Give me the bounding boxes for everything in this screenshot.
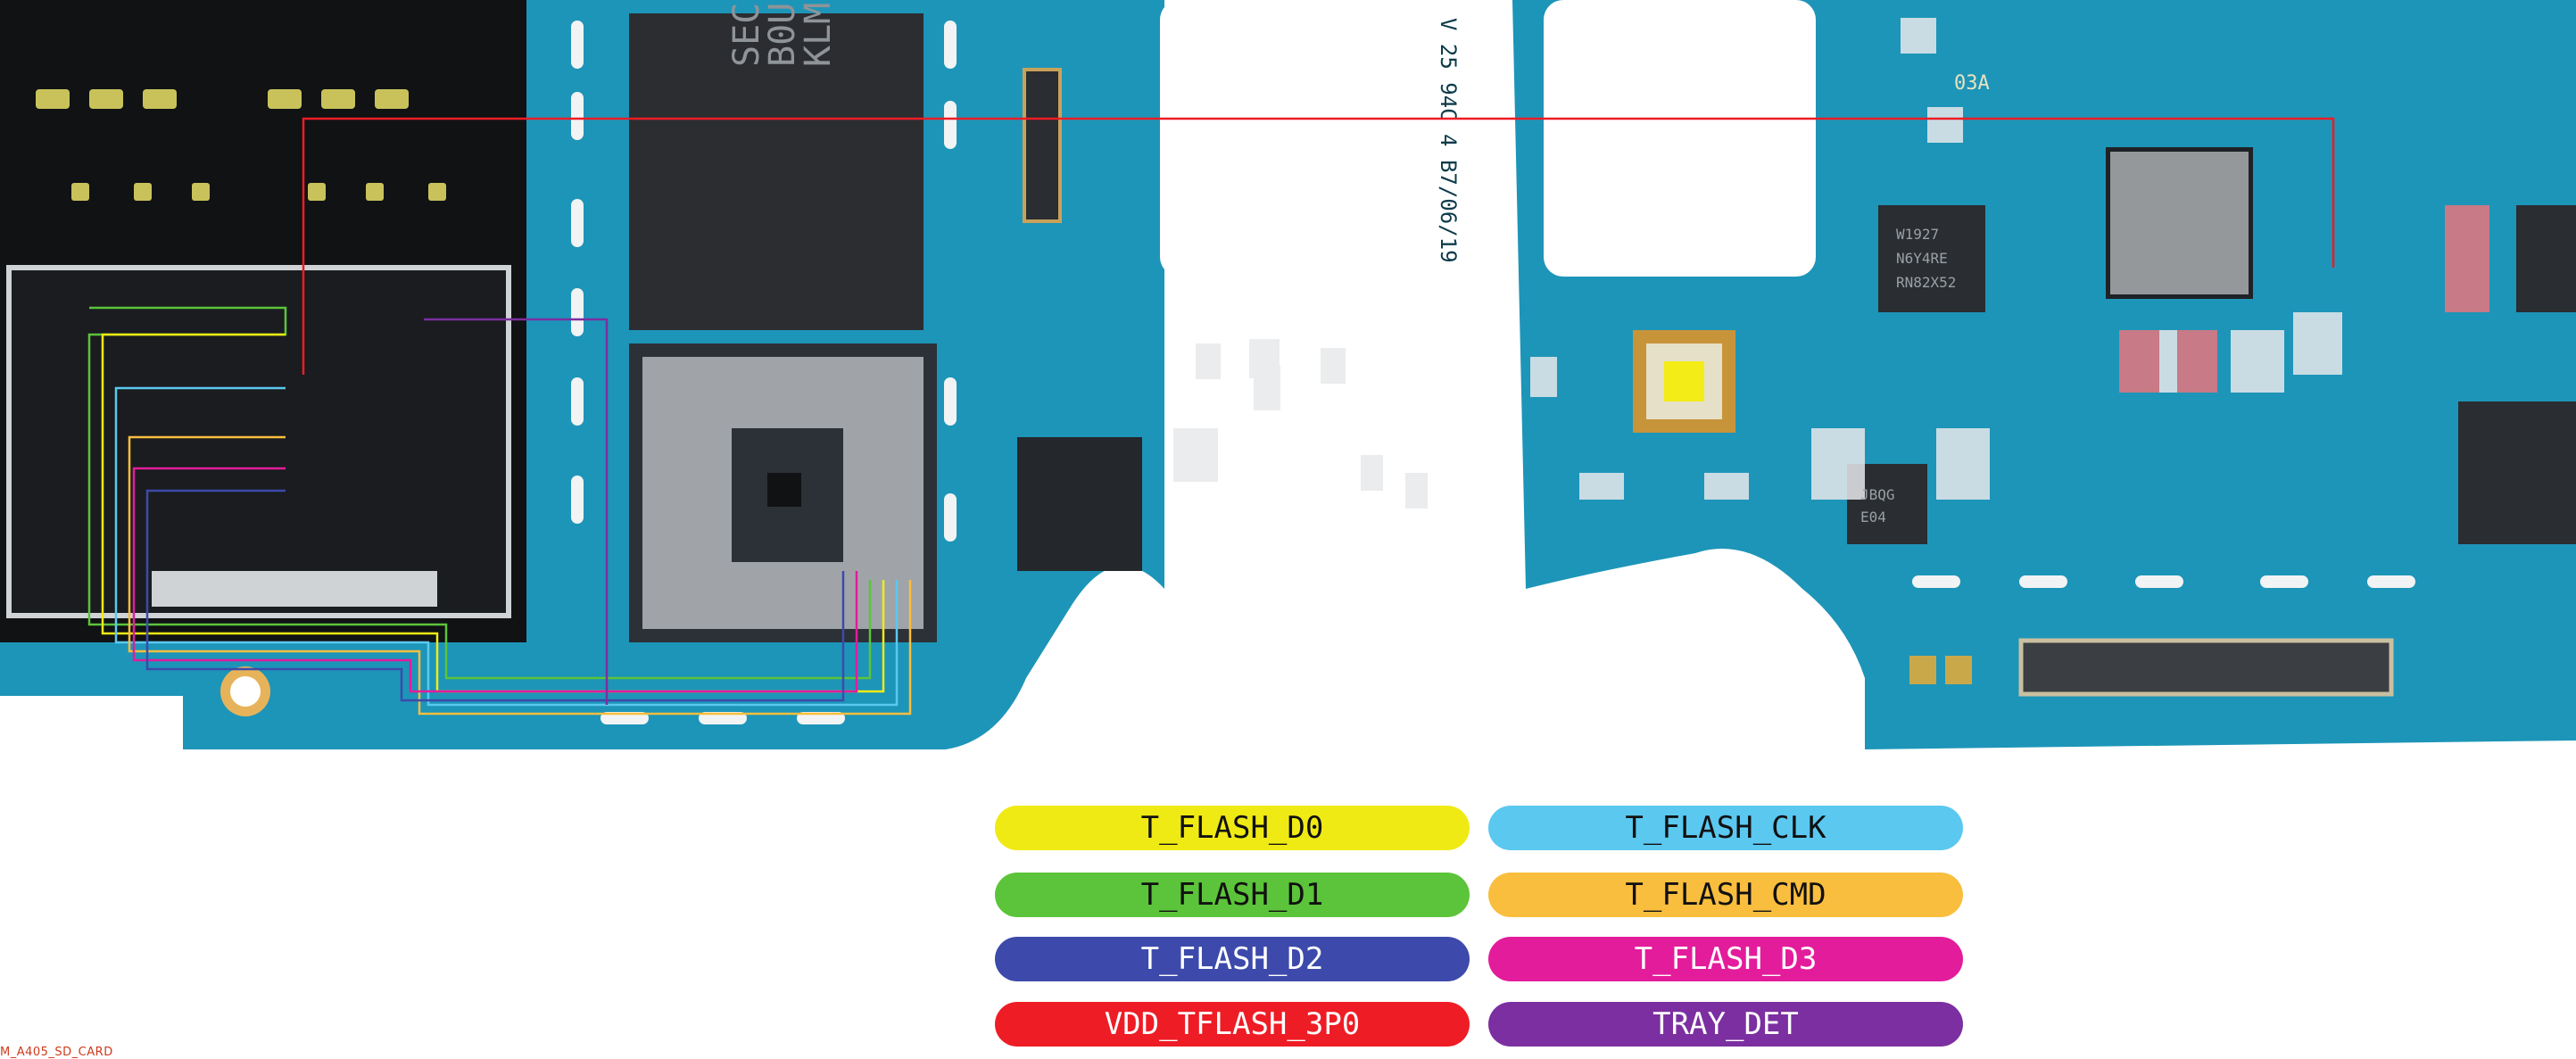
small-chip-line2: E04 bbox=[1860, 509, 1886, 525]
trace-d1 bbox=[87, 306, 872, 680]
trace-d3 bbox=[132, 467, 858, 693]
legend-t-flash-clk: T_FLASH_CLK bbox=[1488, 806, 1963, 850]
ic-chip-far-right bbox=[2516, 205, 2576, 312]
board-cutout-right bbox=[1544, 0, 1816, 277]
ic-chip-mid bbox=[1017, 437, 1142, 571]
board-cutout-center bbox=[1486, 0, 1505, 589]
flash-led-core bbox=[1664, 361, 1704, 401]
pmic-line2: N6Y4RE bbox=[1896, 250, 1948, 267]
board-cutout-left bbox=[1160, 0, 1432, 277]
legend-label: VDD_TFLASH_3P0 bbox=[1104, 1006, 1361, 1042]
sd-tray-frame bbox=[6, 265, 511, 618]
pink-capacitors bbox=[2119, 205, 2489, 393]
emmc-chip-line2: B0U1 bbox=[762, 0, 803, 67]
label-03a: 03A bbox=[1954, 72, 1990, 95]
legend-label: T_FLASH_CMD bbox=[1625, 877, 1826, 913]
legend-vdd-tflash-3p0: VDD_TFLASH_3P0 bbox=[995, 1002, 1470, 1047]
trace-vdd bbox=[302, 117, 2335, 375]
gold-pads bbox=[1909, 656, 1972, 684]
trace-tray-det bbox=[424, 318, 609, 705]
ic-chip-right bbox=[2458, 401, 2576, 544]
signal-traces bbox=[87, 117, 2335, 716]
board-marking: V 25 94C 4 B7/06/19 bbox=[1436, 18, 1461, 263]
fpc-connector-top bbox=[1023, 68, 1062, 223]
diagram-footer-label: M_A405_SD_CARD bbox=[0, 1046, 113, 1059]
soc-bga-core bbox=[767, 473, 801, 507]
legend-t-flash-d2: T_FLASH_D2 bbox=[995, 937, 1470, 981]
mount-hole-inner bbox=[230, 676, 261, 707]
fpc-connector-bottom bbox=[2018, 638, 2394, 697]
pcb-board-image: SEC 925 B0U1 KLMCG2UCTA bbox=[0, 0, 2576, 749]
pmic-line3: RN82X52 bbox=[1896, 274, 1956, 291]
trace-d2 bbox=[145, 489, 845, 702]
legend-label: T_FLASH_D2 bbox=[1140, 941, 1324, 977]
legend-label: TRAY_DET bbox=[1652, 1006, 1799, 1042]
small-chip-line1: JBQG bbox=[1860, 486, 1895, 503]
pmic-line1: W1927 bbox=[1896, 226, 1939, 243]
legend-label: T_FLASH_CLK bbox=[1625, 810, 1826, 846]
emmc-chip-line1: SEC 925 bbox=[726, 0, 767, 67]
right-bga-dots bbox=[2110, 152, 2249, 294]
legend-label: T_FLASH_D1 bbox=[1140, 877, 1324, 913]
silkscreen-dashes bbox=[571, 21, 2415, 724]
trace-cmd bbox=[128, 435, 912, 716]
sd-connector-strip bbox=[152, 571, 437, 607]
legend-label: T_FLASH_D0 bbox=[1140, 810, 1324, 846]
emmc-chip-line3: KLMCG2UCTA bbox=[798, 0, 839, 67]
pmic-chip-left bbox=[1878, 205, 1985, 312]
legend-label: T_FLASH_D3 bbox=[1634, 941, 1818, 977]
legend-t-flash-d0: T_FLASH_D0 bbox=[995, 806, 1470, 850]
tray-pads bbox=[36, 89, 446, 201]
legend-tray-det: TRAY_DET bbox=[1488, 1002, 1963, 1047]
legend-t-flash-d3: T_FLASH_D3 bbox=[1488, 937, 1963, 981]
emmc-chip bbox=[629, 13, 924, 330]
trace-clk bbox=[114, 386, 899, 707]
legend-t-flash-cmd: T_FLASH_CMD bbox=[1488, 873, 1963, 917]
legend-t-flash-d1: T_FLASH_D1 bbox=[995, 873, 1470, 917]
